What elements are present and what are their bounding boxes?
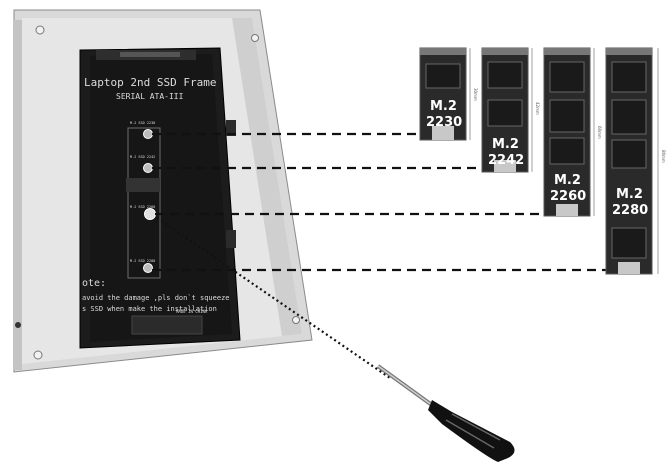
mount-hole-2260 bbox=[144, 208, 156, 220]
m2-card-2242: M.2 2242 42mm bbox=[481, 47, 540, 173]
card-label-top: M.2 bbox=[616, 187, 643, 202]
card-label-top: M.2 bbox=[430, 99, 457, 114]
note-heading: ote: bbox=[82, 278, 106, 289]
card-label-bottom: 2260 bbox=[550, 189, 586, 204]
card-label-top: M.2 bbox=[492, 137, 519, 152]
card-dimension: 60mm bbox=[597, 126, 602, 139]
mount-hole-2230 bbox=[143, 129, 153, 139]
corner-screw-icon bbox=[35, 25, 45, 35]
mount-label-2260: M.2 SSD 2260 bbox=[130, 205, 155, 209]
card-label-bottom: 2242 bbox=[488, 153, 524, 168]
mount-hole-2280 bbox=[143, 263, 153, 273]
mount-label-2280: M.2 SSD 2280 bbox=[130, 259, 155, 263]
mount-hole-2242 bbox=[143, 163, 153, 173]
card-label-bottom: 2230 bbox=[426, 115, 462, 130]
side-hole-icon bbox=[15, 322, 21, 328]
inner-panel bbox=[79, 47, 241, 349]
card-dimension: 80mm bbox=[661, 150, 666, 163]
note-line-1: avoid the damage ,pls don`t squeeze bbox=[82, 294, 230, 302]
corner-screw-icon bbox=[292, 316, 300, 324]
corner-screw-icon bbox=[251, 34, 259, 42]
screwdriver-guide-line bbox=[156, 217, 391, 379]
mount-label-2230: M.2 SSD 2230 bbox=[130, 121, 155, 125]
frame-subtitle: SERIAL ATA-III bbox=[116, 92, 184, 101]
leader-lines bbox=[152, 132, 608, 272]
card-dimension: 30mm bbox=[473, 88, 478, 101]
note-line-2: s SSD when make the installation bbox=[82, 305, 217, 313]
screwdriver-icon bbox=[376, 364, 515, 462]
m2-card-2280: M.2 2280 80mm bbox=[605, 47, 666, 275]
corner-screw-icon bbox=[33, 350, 43, 360]
mount-label-2242: M.2 SSD 2242 bbox=[130, 155, 155, 159]
frame-title: Laptop 2nd SSD Frame bbox=[84, 76, 216, 89]
made-in-label: MADE IN CHINA bbox=[176, 309, 208, 314]
card-label-bottom: 2280 bbox=[612, 203, 648, 218]
card-label-top: M.2 bbox=[554, 173, 581, 188]
card-dimension: 42mm bbox=[535, 102, 540, 115]
m2-card-2260: M.2 2260 60mm bbox=[543, 47, 602, 217]
m2-card-2230: M.2 2230 30mm bbox=[419, 47, 478, 141]
